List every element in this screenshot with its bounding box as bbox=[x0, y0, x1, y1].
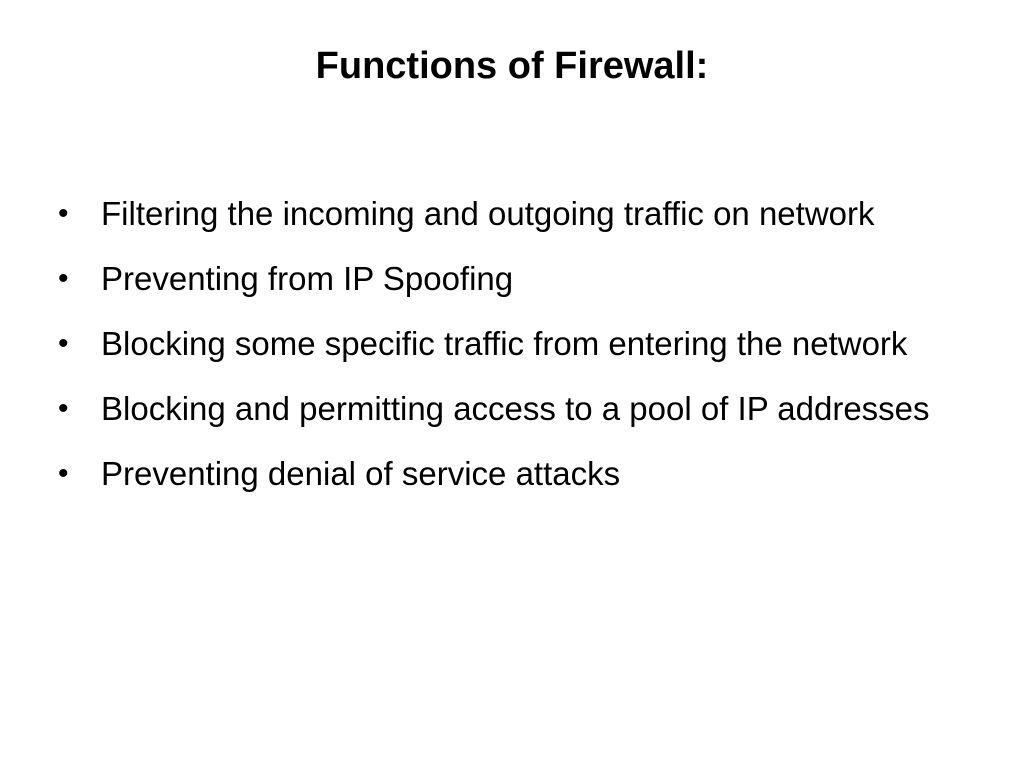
bullet-list: • Filtering the incoming and outgoing tr… bbox=[58, 187, 958, 512]
bullet-text: Blocking some specific traffic from ente… bbox=[101, 325, 908, 362]
bullet-dot-icon: • bbox=[58, 197, 69, 230]
bullet-dot-icon: • bbox=[58, 457, 69, 490]
slide-title: Functions of Firewall: bbox=[315, 45, 709, 87]
bullet-text: Preventing denial of service attacks bbox=[101, 455, 621, 492]
bullet-item: • Blocking and permitting access to a po… bbox=[58, 382, 958, 436]
bullet-text: Preventing from IP Spoofing bbox=[101, 260, 514, 297]
bullet-text: Filtering the incoming and outgoing traf… bbox=[101, 195, 875, 232]
bullet-item: • Preventing denial of service attacks bbox=[58, 447, 958, 501]
bullet-text: Blocking and permitting access to a pool… bbox=[101, 390, 930, 427]
bullet-item: • Blocking some specific traffic from en… bbox=[58, 317, 958, 371]
bullet-item: • Filtering the incoming and outgoing tr… bbox=[58, 187, 958, 241]
bullet-item: • Preventing from IP Spoofing bbox=[58, 252, 958, 306]
bullet-dot-icon: • bbox=[58, 262, 69, 295]
bullet-dot-icon: • bbox=[58, 327, 69, 360]
bullet-dot-icon: • bbox=[58, 392, 69, 425]
